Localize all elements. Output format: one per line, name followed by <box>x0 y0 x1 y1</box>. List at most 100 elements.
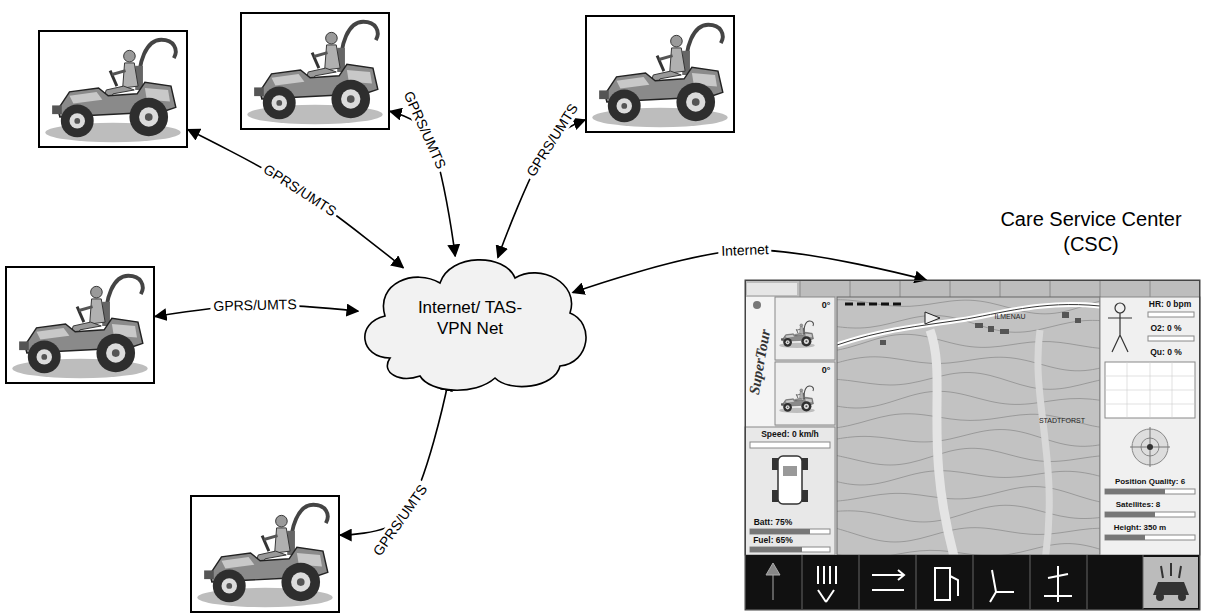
map-contours <box>837 430 1100 447</box>
monitor-screen-art <box>750 442 830 448</box>
vehicle-pictures <box>190 495 340 613</box>
vehicle-box <box>190 495 340 613</box>
map-contours <box>837 357 1100 371</box>
link-label: GPRS/UMTS <box>368 479 432 561</box>
screen-readout: Speed: 0 km/h <box>761 429 819 439</box>
monitor-screen-art <box>750 547 830 552</box>
vehicle-pictures <box>5 12 735 613</box>
monitor-screen-art <box>766 563 780 600</box>
map-contours <box>837 505 1100 522</box>
monitor-screen-art <box>925 312 940 324</box>
monitor-screen-art <box>1143 555 1144 610</box>
monitor-screen-art <box>1172 362 1173 418</box>
vehicle-box <box>585 15 735 133</box>
monitor-screen-art <box>837 305 1100 345</box>
monitor-screen-art <box>802 555 1143 610</box>
monitor-screen-art <box>1130 427 1170 467</box>
vehicle-box <box>240 12 390 130</box>
monitor-screen-art <box>772 490 778 502</box>
monitor-screen-art <box>988 326 994 332</box>
monitor-screen-art <box>750 529 830 534</box>
map-contours <box>837 526 1100 541</box>
monitor-screen-art <box>1100 297 1200 555</box>
monitor-screen-art <box>1115 303 1125 313</box>
monitor-screen-art <box>745 280 1200 610</box>
monitor-screen-art <box>802 555 803 610</box>
monitor-screen-art <box>747 283 797 295</box>
monitor-screen-art <box>818 566 1072 602</box>
link-label: GPRS/UMTS <box>399 86 450 174</box>
monitor-screen-art <box>745 280 1200 297</box>
cloud-label: Internet/ TAS-VPN Net <box>405 297 535 339</box>
monitor-screen-art <box>880 340 886 345</box>
monitor-screen-art <box>1147 444 1153 450</box>
map-contours <box>837 448 1100 465</box>
monitor-screen-art <box>935 568 958 600</box>
screen-readout: O2: 0 % <box>1150 323 1181 333</box>
monitor-screen-art <box>1000 280 1001 297</box>
monitor-screen-art <box>1030 555 1031 610</box>
monitor-screen-art <box>1148 336 1194 341</box>
link-label: Internet <box>718 241 772 259</box>
vehicle-box <box>38 30 188 148</box>
vehicle-pictures <box>38 30 188 148</box>
monitor-screen-art <box>837 297 1100 555</box>
monitor-screen-art <box>745 297 775 427</box>
screen-readout: Height: 350 m <box>1114 523 1166 532</box>
monitor-screen-art <box>800 280 1150 297</box>
monitor-screen-art <box>745 555 1200 610</box>
monitor-screen-art <box>1108 303 1132 352</box>
monitor-screen-art <box>745 427 835 555</box>
map-contours <box>837 334 1100 351</box>
cloud-outline <box>345 238 595 398</box>
screen-readout: HR: 0 bpm <box>1149 299 1192 309</box>
map-contours <box>837 298 1100 555</box>
monitor-screen-art <box>745 280 1200 610</box>
monitor-screen-art <box>1108 313 1132 352</box>
monitor-screen-art <box>1143 557 1198 608</box>
monitor-screen-art <box>775 297 835 360</box>
monitor-screen-art <box>1148 312 1194 317</box>
vehicle-box <box>5 266 155 384</box>
monitor-screen-art <box>745 280 1200 610</box>
monitor-screen-art <box>973 555 974 610</box>
link-arrow <box>188 130 403 268</box>
monitor-screen-art <box>845 303 905 306</box>
monitor-screen-art <box>1161 563 1181 578</box>
vehicle-pictures <box>585 15 735 133</box>
monitor-screen-art <box>916 555 917 610</box>
vehicle-pictures <box>5 266 155 384</box>
monitor-screen-art <box>1105 512 1195 517</box>
cloud-outline <box>365 260 586 390</box>
vehicle-pictures <box>592 25 727 127</box>
monitor-screen-art <box>750 529 810 534</box>
screen-readout: Satellites: 8 <box>1116 500 1160 509</box>
monitor-screen-art <box>775 362 835 425</box>
monitor-screen-art <box>1153 563 1189 601</box>
monitor-screen-art <box>859 555 860 610</box>
monitor-screen-art <box>850 280 851 297</box>
map-place: ILMENAU <box>994 313 1025 320</box>
monitor-screen-art <box>1105 362 1195 418</box>
map-contours <box>837 391 1100 408</box>
monitor-screen-art <box>783 466 797 476</box>
monitor-screen-art <box>1153 582 1189 595</box>
monitor-screen-art <box>990 570 1014 602</box>
vehicle-pictures <box>247 22 382 124</box>
monitor-screen-art <box>900 280 901 297</box>
monitor-screen-art <box>1050 280 1051 297</box>
monitor-screen-art <box>1038 330 1049 555</box>
monitor-screen-art <box>1105 512 1155 517</box>
vehicle-pictures <box>12 276 147 378</box>
monitor-screen-art <box>779 386 814 413</box>
monitor-screen-art <box>1178 593 1186 601</box>
monitor-screen-art <box>1127 362 1128 418</box>
monitor-screen-art <box>802 490 808 502</box>
link-label: GPRS/UMTS <box>521 98 582 182</box>
center-heading: Care Service Center (CSC) <box>986 207 1196 257</box>
map-contours <box>837 373 1100 390</box>
monitor-screen-art <box>950 280 951 297</box>
monitor-screen: Care Service Center (CSC) <box>745 280 1200 610</box>
